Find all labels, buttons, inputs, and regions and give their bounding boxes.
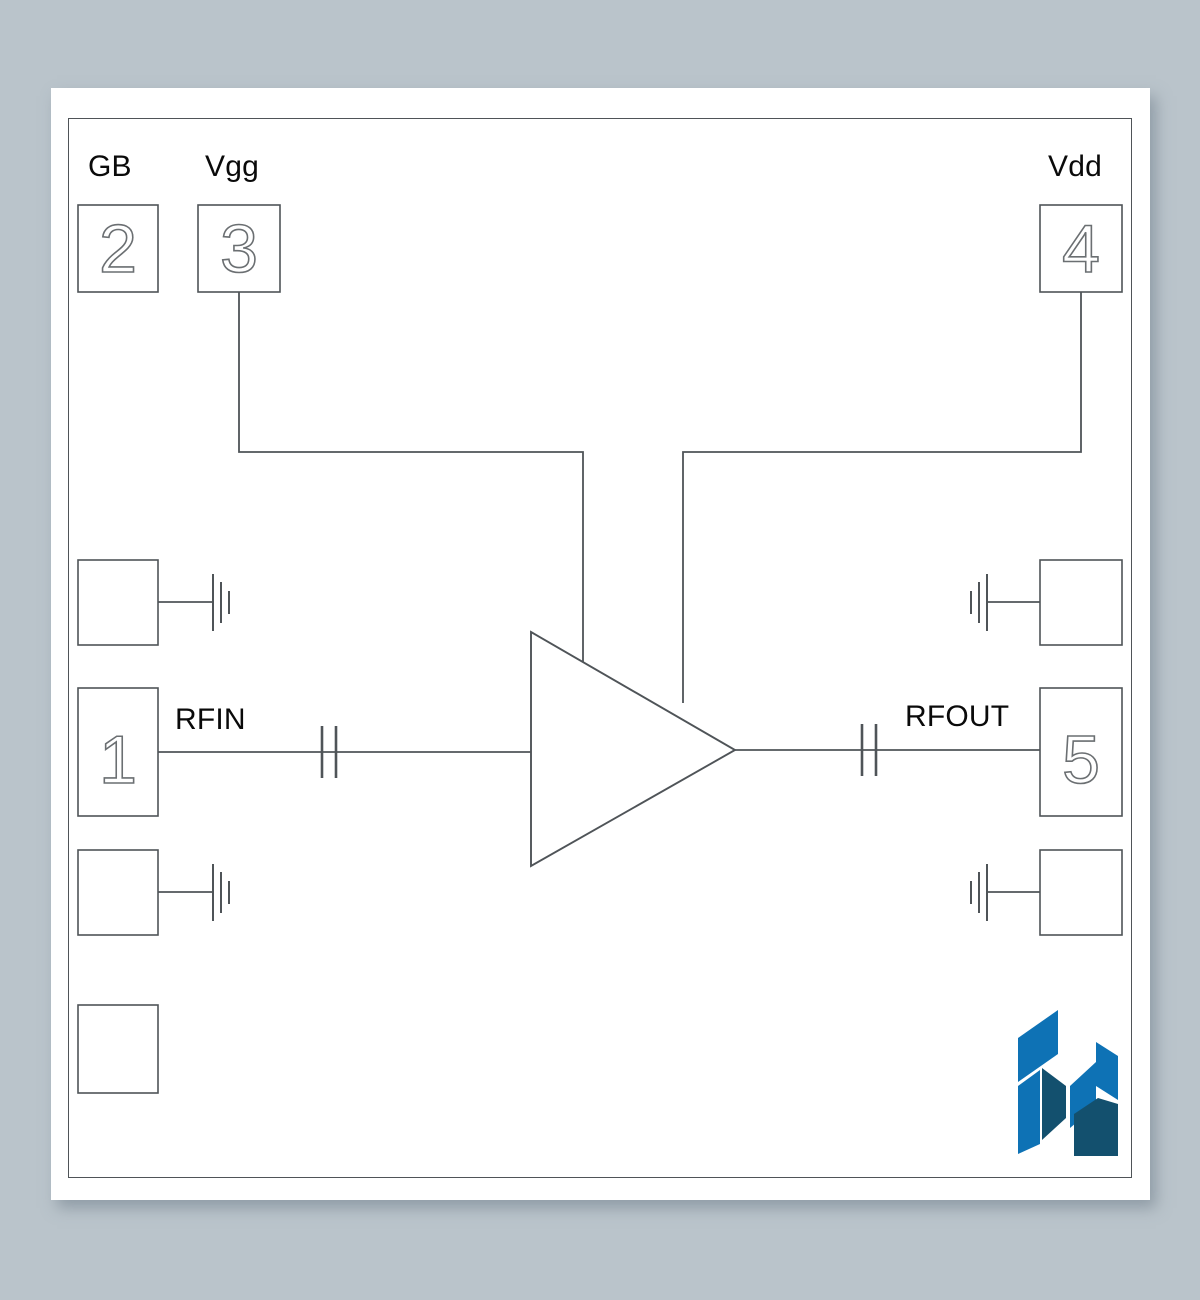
gnd-pad-right-top[interactable] xyxy=(970,559,1123,646)
gnd-pad-left-bottom[interactable] xyxy=(77,849,230,936)
gnd-pad-left-top[interactable] xyxy=(77,559,230,646)
net-label-rfin: RFIN xyxy=(175,703,246,736)
logo-facet-upper-left xyxy=(1018,1010,1058,1082)
pad-blank-bottom-left[interactable] xyxy=(77,1004,159,1094)
pad-3[interactable]: 3 xyxy=(197,204,281,293)
pad-5[interactable]: 5 xyxy=(1039,687,1123,817)
gnd-pad-right-bottom[interactable] xyxy=(970,849,1123,936)
gnd-pad-left-bottom-box[interactable] xyxy=(77,849,159,936)
pad-3-number: 3 xyxy=(220,211,258,287)
pad-label-vdd: Vdd xyxy=(1048,150,1102,183)
pad-1-box[interactable] xyxy=(77,687,159,817)
pad-1-number: 1 xyxy=(99,722,137,798)
amplifier-triangle[interactable] xyxy=(530,630,737,868)
logo-facet-right-edge-dark xyxy=(1098,1098,1118,1156)
net-label-rfout: RFOUT xyxy=(905,700,1010,733)
pad-2[interactable]: 2 xyxy=(77,204,159,293)
pad-2-box[interactable] xyxy=(77,204,159,293)
pad-label-gb: GB xyxy=(88,150,132,183)
pad-5-number: 5 xyxy=(1062,722,1100,798)
pad-4[interactable]: 4 xyxy=(1039,204,1123,293)
pad-2-number: 2 xyxy=(99,211,137,287)
logo-facet-right-upper xyxy=(1096,1042,1118,1100)
company-logo xyxy=(1018,1010,1118,1156)
schematic-frame-border xyxy=(68,118,1132,1178)
gnd-pad-left-top-box[interactable] xyxy=(77,559,159,646)
logo-facet-right-lower-dark xyxy=(1074,1098,1098,1156)
net-vdd-to-amplifier xyxy=(682,292,1082,703)
pad-1[interactable]: 1 xyxy=(77,687,159,817)
ground-symbol-right-top xyxy=(970,574,988,631)
pad-4-number: 4 xyxy=(1062,211,1100,287)
cap-input[interactable] xyxy=(320,726,338,778)
net-vgg-to-amplifier xyxy=(238,292,584,673)
pad-3-box[interactable] xyxy=(197,204,281,293)
gnd-pad-right-bottom-box[interactable] xyxy=(1039,849,1123,936)
ground-symbol-right-bottom xyxy=(970,864,988,921)
ground-symbol-left-top xyxy=(212,574,230,631)
logo-facet-left-bar xyxy=(1018,1070,1040,1154)
gnd-pad-right-top-box[interactable] xyxy=(1039,559,1123,646)
pad-4-box[interactable] xyxy=(1039,204,1123,293)
ground-symbol-left-bottom xyxy=(212,864,230,921)
pad-5-box[interactable] xyxy=(1039,687,1123,817)
cap-output[interactable] xyxy=(860,724,878,776)
pad-label-vgg: Vgg xyxy=(205,150,259,183)
logo-facet-inner-dark-left xyxy=(1042,1068,1066,1140)
